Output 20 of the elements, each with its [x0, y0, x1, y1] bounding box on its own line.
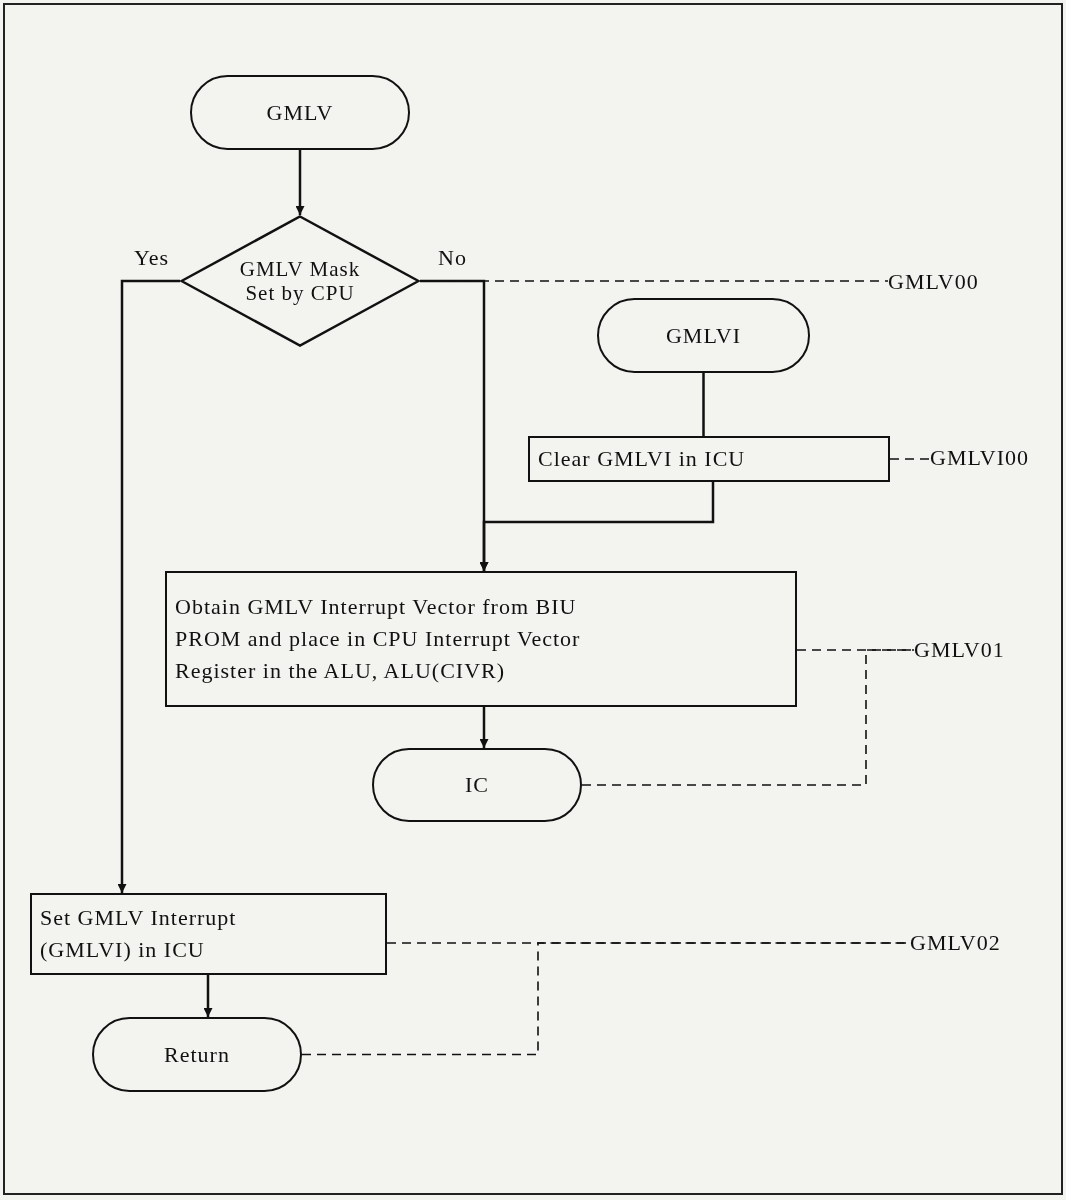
- terminal-shape: Return: [92, 1017, 302, 1092]
- terminal-shape: GMLVI: [597, 298, 810, 373]
- terminal-shape: IC: [372, 748, 582, 822]
- flow-arrow: [479, 707, 489, 748]
- dashed-reference-line: [581, 649, 915, 786]
- terminal-shape: GMLV: [190, 75, 410, 150]
- connector-label: GMLV02: [910, 927, 1060, 959]
- flow-arrow: [479, 482, 715, 571]
- connector-label: GMLVI00: [930, 442, 1066, 474]
- flow-arrow: [203, 975, 213, 1017]
- process-box: Clear GMLVI in ICU: [528, 436, 890, 482]
- dashed-reference-line: [419, 280, 889, 282]
- process-box: Set GMLV Interrupt (GMLVI) in ICU: [30, 893, 387, 975]
- dashed-reference-line: [889, 458, 931, 460]
- flow-arrow: [295, 150, 305, 215]
- decision-text: GMLV Mask Set by CPU: [238, 256, 362, 306]
- connector-label: GMLV00: [888, 266, 1038, 298]
- flow-arrow: [117, 279, 180, 893]
- process-box: Obtain GMLV Interrupt Vector from BIU PROM and place in CPU Interrupt Vector Register in the ALU, ALU(CIVR): [165, 571, 797, 707]
- connector-label: GMLV01: [914, 634, 1054, 666]
